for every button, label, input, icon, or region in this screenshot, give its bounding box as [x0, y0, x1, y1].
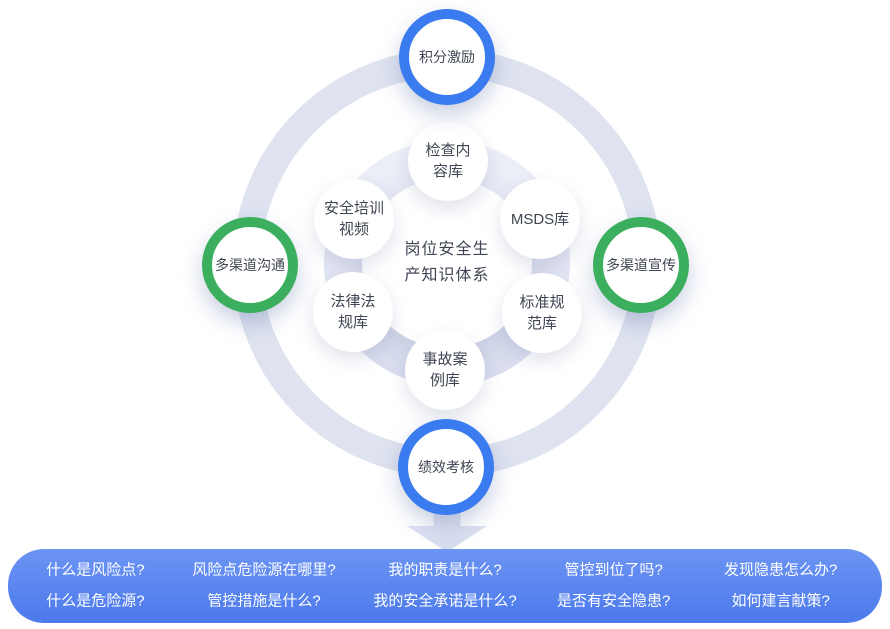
satellite-label: 容库 [432, 163, 463, 180]
satellite-label: 范库 [526, 315, 557, 332]
satellite-msds-library: MSDS库 [500, 179, 580, 259]
satellite-safety-training-video: 安全培训 视频 [314, 179, 394, 259]
satellite-label: 例库 [429, 372, 460, 389]
satellite-laws-regulations-library: 法律法 规库 [313, 272, 393, 352]
satellite-label: 标准规 [519, 294, 565, 311]
node-points-incentive: 积分激励 [399, 9, 495, 105]
center-title-line1: 岗位安全生 [404, 241, 490, 258]
node-label: 多渠道宣传 [606, 257, 676, 273]
node-multichannel-promotion: 多渠道宣传 [593, 217, 689, 313]
satellite-label: 规库 [337, 314, 368, 331]
questions-banner: 什么是风险点? 什么是危险源? 风险点危险源在哪里? 管控措施是什么? 我的职责… [8, 549, 882, 623]
satellite-label: 法律法 [330, 293, 376, 310]
satellite-standards-library: 标准规 范库 [502, 273, 582, 353]
banner-question: 发现隐患怎么办? [723, 561, 838, 579]
banner-question: 我的安全承诺是什么? [373, 592, 517, 610]
banner-question: 什么是风险点? [46, 561, 145, 579]
banner-question: 我的职责是什么? [388, 561, 502, 579]
banner-question: 管控措施是什么? [207, 592, 321, 610]
banner-question: 风险点危险源在哪里? [192, 561, 336, 579]
node-performance-assessment: 绩效考核 [398, 419, 494, 515]
banner-column-3: 我的职责是什么? 我的安全承诺是什么? [373, 561, 516, 612]
satellite-check-content-library: 检查内 容库 [408, 121, 488, 201]
banner-question: 管控到位了吗? [564, 561, 663, 579]
satellite-label: 视频 [338, 221, 369, 238]
banner-question: 如何建言献策? [731, 592, 830, 610]
node-multichannel-communication: 多渠道沟通 [202, 217, 298, 313]
node-label: 绩效考核 [418, 459, 474, 475]
node-label: 积分激励 [419, 49, 475, 65]
banner-question: 是否有安全隐患? [557, 592, 671, 610]
banner-column-1: 什么是风险点? 什么是危险源? [46, 561, 144, 612]
banner-question: 什么是危险源? [46, 592, 145, 610]
satellite-label: 检查内 [425, 142, 471, 159]
satellite-accident-case-library: 事故案 例库 [405, 330, 485, 410]
satellite-label: MSDS库 [510, 210, 570, 228]
banner-column-2: 风险点危险源在哪里? 管控措施是什么? [192, 561, 335, 612]
center-title-line2: 产知识体系 [404, 267, 490, 284]
banner-column-4: 管控到位了吗? 是否有安全隐患? [557, 561, 670, 612]
banner-column-5: 发现隐患怎么办? 如何建言献策? [724, 561, 837, 612]
satellite-label: 事故案 [422, 351, 468, 368]
node-label: 多渠道沟通 [215, 257, 285, 273]
satellite-label: 安全培训 [323, 200, 384, 217]
